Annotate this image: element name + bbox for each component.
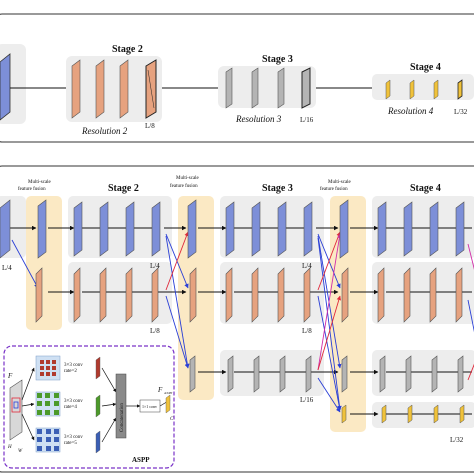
top-stage3-bg (218, 66, 316, 108)
cross-connections (11, 231, 474, 413)
top-stage3-blocks (225, 67, 311, 109)
top-l16-label: L/16 (300, 116, 314, 124)
aspp-title: ASPP (132, 456, 150, 464)
fusion1-label-a: Multi-scale (28, 180, 52, 185)
l4-label-c: L/4 (302, 262, 312, 270)
stage2-row1-bg (68, 196, 172, 258)
fusion2-label-b: feature fusion (170, 184, 198, 189)
aspp-faspp-label: F (157, 386, 163, 394)
row-connections (10, 225, 472, 417)
aspp-grid-2 (35, 391, 61, 417)
row4-yellow-blocks (341, 404, 465, 424)
aspp-concat-label: Concatenation (120, 403, 125, 432)
fusion2-label-a: Multi-scale (176, 176, 200, 181)
l8-label-b: L/8 (302, 327, 312, 335)
top-stage2-label: Stage 2 (112, 44, 143, 55)
fusion1-label-b: feature fusion (18, 187, 46, 192)
aspp-grid-3 (35, 427, 61, 453)
aspp-rate2-label: rate=4 (64, 405, 77, 410)
aspp-rate1-label: rate=2 (64, 369, 77, 374)
aspp-concat-box (115, 373, 127, 439)
l4-label-b: L/4 (150, 262, 160, 270)
top-panel: Stage 2 Resolution 2 L/8 Stage 3 Resolut… (0, 13, 474, 143)
stage2-label: Stage 2 (108, 183, 139, 194)
stage4-row3-bg (372, 350, 474, 396)
stage3-row1-bg (220, 196, 324, 258)
stage3-row3-bg (220, 350, 324, 396)
stage4-row4-bg (372, 402, 474, 428)
fusion3-label-a: Multi-scale (328, 180, 352, 185)
aspp-c-label: C (170, 417, 174, 422)
l16-label: L/16 (300, 396, 314, 404)
aspp-input-block (9, 379, 23, 441)
l8-label-a: L/8 (150, 327, 160, 335)
row1-blue-blocks (0, 199, 465, 259)
top-stage2-blocks (71, 59, 157, 119)
fusion3-label-b: feature fusion (320, 187, 348, 192)
top-stage2-bg (66, 56, 162, 122)
top-stage4-blocks (385, 79, 463, 100)
top-res2-label: Resolution 2 (81, 126, 128, 136)
top-res3-label: Resolution 3 (235, 114, 282, 124)
top-stage4-label: Stage 4 (410, 62, 441, 73)
l32-label: L/32 (450, 436, 464, 444)
top-l8-label: L/8 (145, 122, 155, 130)
aspp-output-map (165, 394, 171, 414)
aspp-conv1-label: 3×3 conv (64, 363, 83, 368)
aspp-onebyone-label: 1×1 conv (142, 404, 157, 409)
aspp-conv3-label: 3×3 conv (64, 435, 83, 440)
aspp-faspp-sub: ASPP (164, 391, 172, 395)
stage1-block (0, 53, 11, 121)
stage3-label: Stage 3 (262, 183, 293, 194)
aspp-f-label: F (7, 372, 13, 380)
stage2-row2-bg (68, 262, 172, 324)
stage3-row2-bg (220, 262, 324, 324)
l4-label-a: L/4 (2, 264, 12, 272)
aspp-branch-map-2 (95, 394, 101, 418)
stage4-label: Stage 4 (410, 183, 441, 194)
aspp-h-label: H (7, 445, 12, 450)
aspp-grid-1 (35, 355, 61, 381)
stage4-row1-bg (372, 196, 474, 258)
aspp-conv2-label: 3×3 conv (64, 399, 83, 404)
top-l32-label: L/32 (454, 108, 468, 116)
aspp-branch-map-1 (95, 356, 101, 380)
row3-gray-blocks (189, 355, 464, 393)
stage4-row2-bg (372, 262, 474, 324)
aspp-rate3-label: rate=5 (64, 441, 77, 446)
top-res4-label: Resolution 4 (387, 106, 434, 116)
top-stage3-label: Stage 3 (262, 54, 293, 65)
top-stage4-bg (372, 74, 474, 100)
row2-orange-blocks (35, 267, 463, 323)
aspp-branch-map-3 (95, 430, 101, 454)
aspp-w-label: W (18, 449, 23, 454)
aspp-onebyone-box (139, 399, 161, 413)
bottom-panel: Multi-scale feature fusion Stage 2 Multi… (0, 165, 474, 473)
aspp-inset: F H W 3×3 conv rate=2 3×3 conv rate (3, 345, 175, 469)
